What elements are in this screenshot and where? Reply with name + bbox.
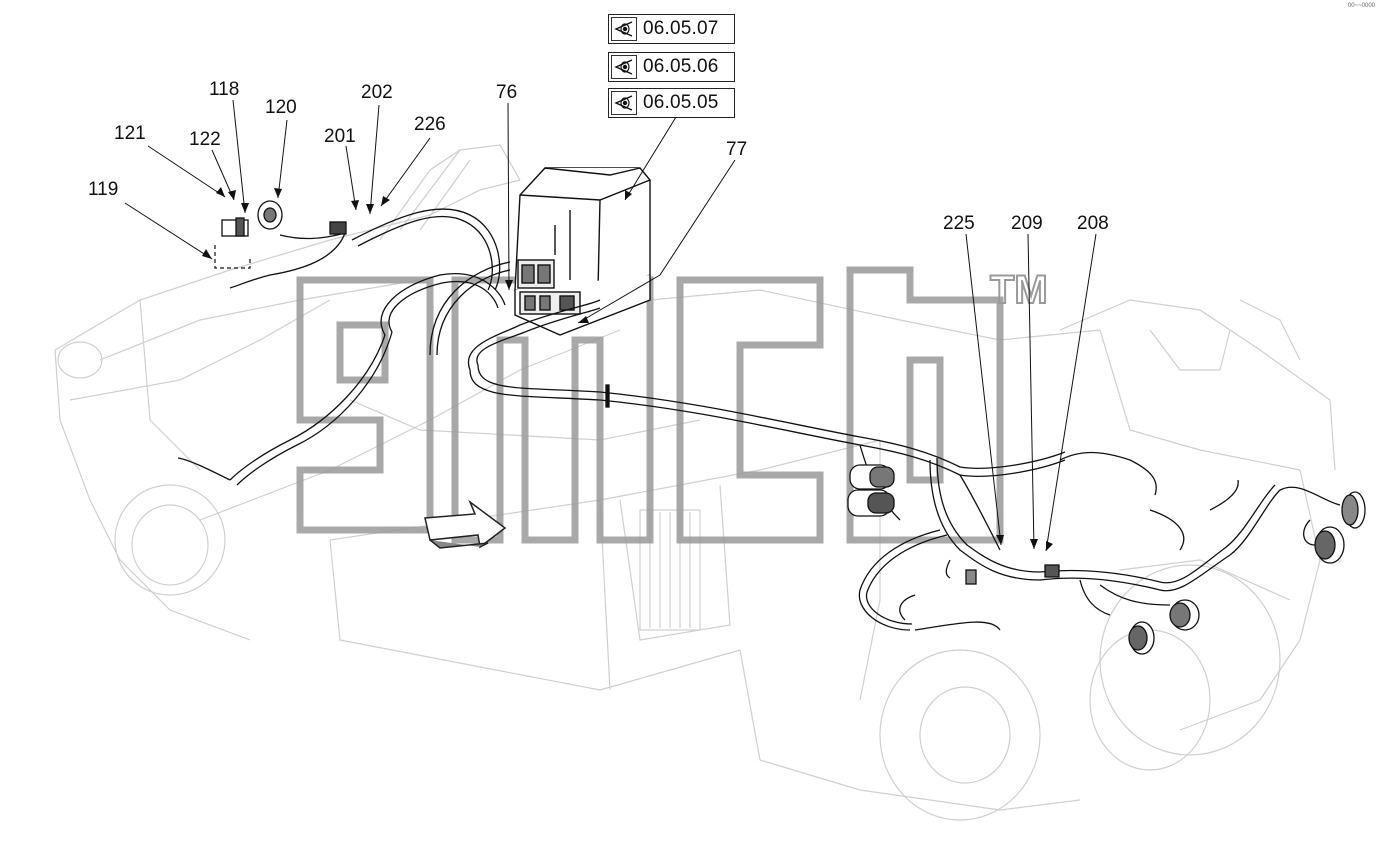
connector-icon	[329, 221, 347, 235]
corner-mark: 00~~0000	[1347, 3, 1375, 9]
callout-labels: 118 120 121 122 119 202 201 226 76 77 22…	[88, 79, 1109, 234]
reference-code: 06.05.06	[643, 56, 719, 77]
view-eye-icon	[611, 91, 637, 115]
callout-208: 208	[1077, 213, 1109, 234]
callout-119: 119	[88, 179, 118, 200]
callout-209: 209	[1011, 213, 1043, 234]
callout-77: 77	[726, 139, 747, 160]
callout-201: 201	[324, 126, 356, 147]
bracket-icon	[221, 217, 249, 237]
work-lamp-icon	[1128, 621, 1155, 655]
callout-118: 118	[209, 79, 239, 100]
control-unit-assembly	[514, 167, 651, 336]
callout-76: 76	[496, 82, 517, 103]
bracket-outline	[214, 245, 251, 269]
watermark-tm: TM	[990, 268, 1048, 312]
work-lamp-icon	[1169, 599, 1200, 631]
beacon-icon	[1341, 491, 1366, 529]
leader-lines	[124, 99, 1097, 552]
leader-arrowheads	[202, 187, 1053, 551]
callout-121: 121	[114, 123, 146, 144]
callout-225: 225	[943, 213, 975, 234]
watermark-logo	[296, 266, 1004, 544]
wiring-harness-main	[177, 208, 1341, 631]
reference-link-06-05-07[interactable]: 06.05.07	[608, 14, 735, 44]
reference-link-06-05-05[interactable]: 06.05.05	[608, 88, 735, 118]
view-eye-icon	[611, 55, 637, 79]
reference-link-06-05-06[interactable]: 06.05.06	[608, 52, 735, 82]
view-eye-icon	[611, 17, 637, 41]
direction-arrow-icon	[424, 499, 507, 549]
reference-code: 06.05.05	[643, 92, 719, 113]
callout-226: 226	[414, 114, 446, 135]
components	[221, 200, 1366, 655]
actuator-icon	[847, 464, 895, 517]
work-lamp-icon	[1314, 526, 1345, 564]
callout-120: 120	[265, 97, 297, 118]
machine-frame-outline	[54, 144, 1336, 821]
reference-code: 06.05.07	[643, 18, 719, 39]
callout-202: 202	[361, 82, 393, 103]
callout-122: 122	[189, 129, 221, 150]
horn-icon	[257, 200, 283, 230]
